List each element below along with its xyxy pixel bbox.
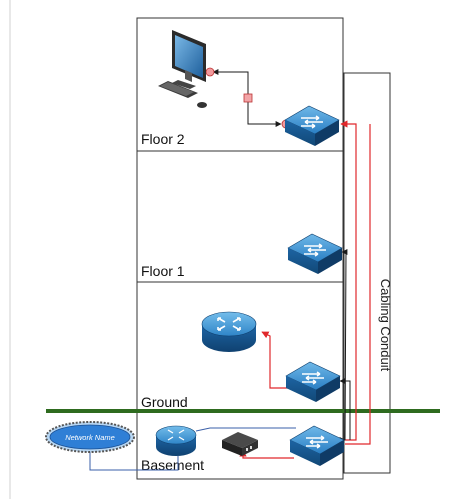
pc-port-marker [205,67,215,77]
cable-ground-router [261,331,288,389]
cable-floor2-return [345,124,371,445]
cloud-label: Network Name [65,433,115,442]
router-basement-icon [155,425,197,456]
modem-icon [222,432,258,456]
cable-pc-link [247,94,282,127]
cable-ground [339,378,351,440]
cable-cloud-router [89,440,179,471]
cable-router-switch [195,427,296,432]
ground-label: Ground [141,394,188,410]
conduit-label: Cabling Conduit [378,279,393,372]
switch-floor2-icon [284,105,340,146]
red-cables [239,120,371,459]
cable-junction-marker [243,93,253,103]
desktop-computer-icon [158,30,207,108]
basement-label: Basement [141,457,204,473]
network-cloud-icon: Network Name [45,421,135,453]
cable-floor1 [341,249,348,441]
cable-pc-to-switch [212,69,249,94]
switch-basement-icon [289,425,345,466]
switch-floor1-icon [287,233,343,274]
router-ground-icon [201,311,257,352]
floor1-label: Floor 1 [141,263,185,279]
switch-ground-icon [285,361,341,402]
cabling-conduit [343,72,391,474]
floor2-label: Floor 2 [141,131,185,147]
